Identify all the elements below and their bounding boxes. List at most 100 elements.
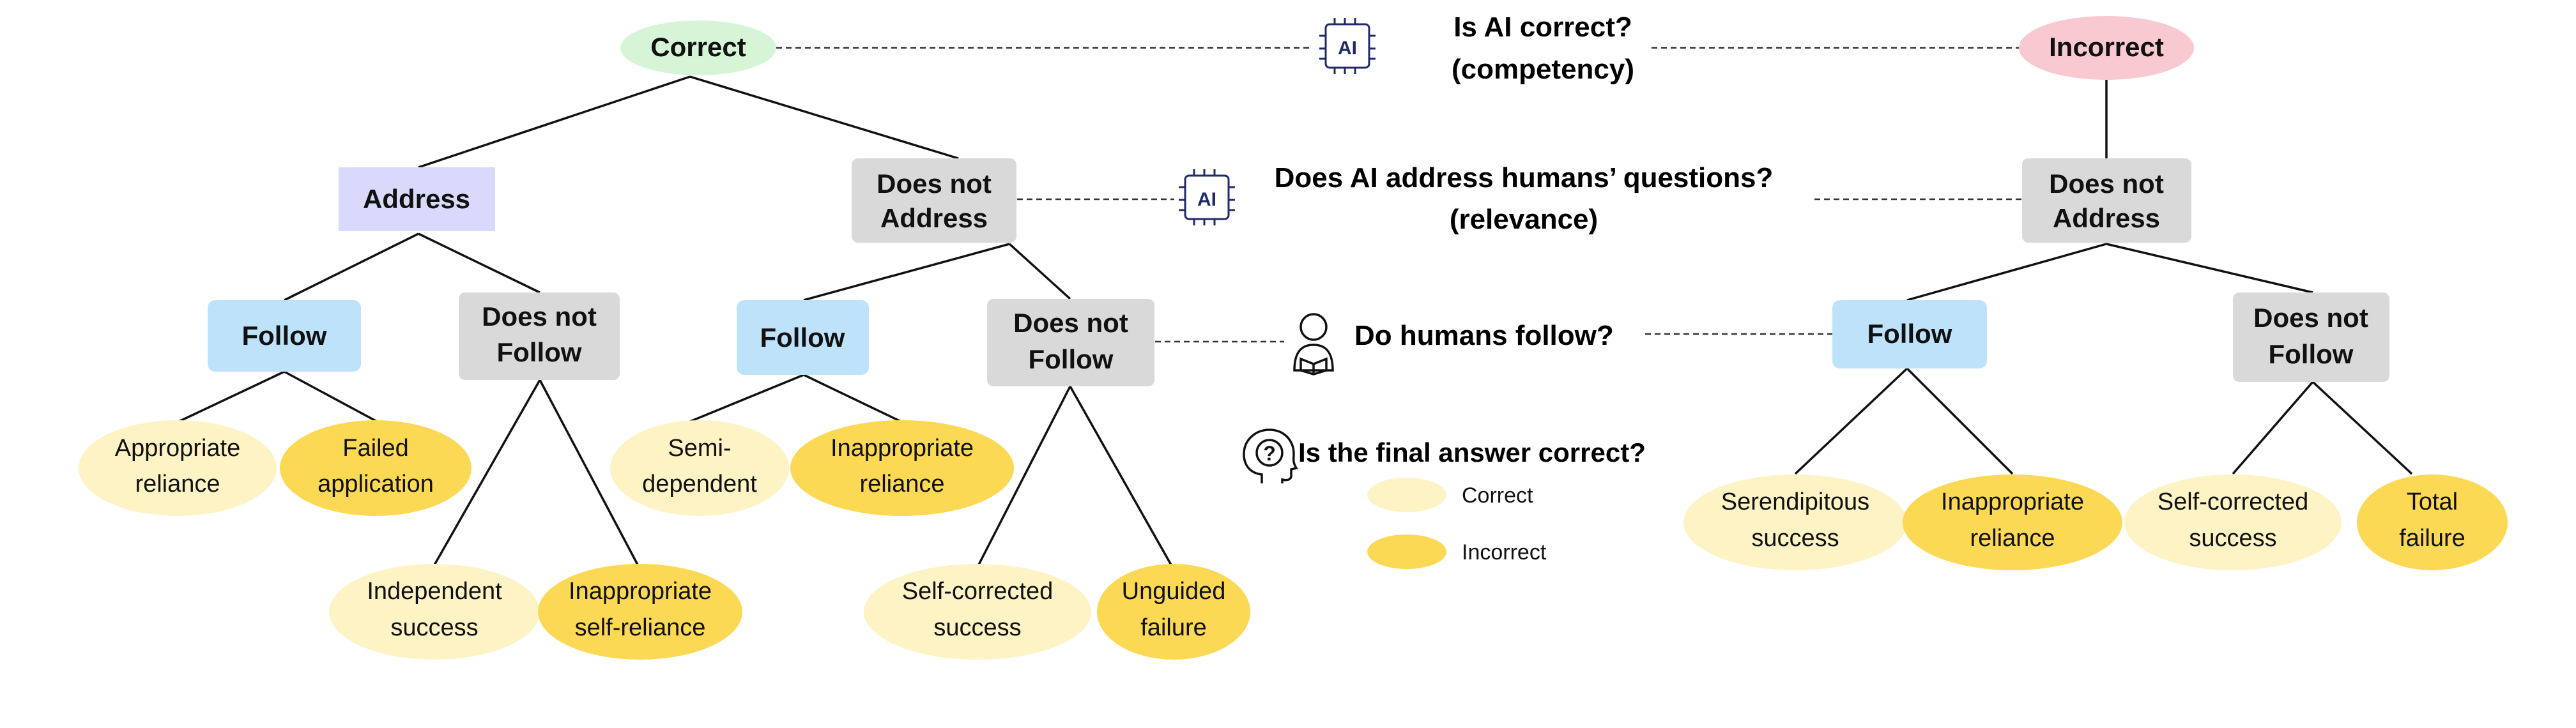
legend-swatch-correct bbox=[1367, 478, 1446, 512]
outcome-inappropriate-reliance-2: Inappropriate reliance bbox=[1903, 474, 2122, 570]
outcome-2-line2: application bbox=[318, 471, 434, 497]
legend-incorrect-label: Incorrect bbox=[1462, 540, 1547, 565]
outcome-4-line2: self-reliance bbox=[575, 614, 706, 641]
head-question-icon: ? bbox=[1243, 428, 1298, 483]
outcome-8-line2: failure bbox=[1140, 614, 1207, 641]
outcome-5-line2: dependent bbox=[642, 471, 757, 497]
follow-label-3: Follow bbox=[1867, 319, 1952, 349]
does-not-follow-node-1: Does not Follow bbox=[459, 292, 620, 380]
question-relevance-line1: Does AI address humans’ questions? bbox=[1275, 162, 1774, 193]
outcome-7-line2: success bbox=[933, 614, 1021, 641]
follow-node-3: Follow bbox=[1832, 300, 1987, 368]
does-not-follow-node-2: Does not Follow bbox=[987, 299, 1154, 386]
dna-left-line2: Address bbox=[880, 203, 988, 233]
edge-dna-r-dnf bbox=[2106, 243, 2313, 294]
outcome-inappropriate-reliance-1: Inappropriate reliance bbox=[790, 420, 1014, 516]
outcome-10-line1: Inappropriate bbox=[1941, 489, 2084, 515]
root-correct-node: Correct bbox=[620, 20, 776, 75]
ai-chip-icon: AI bbox=[1179, 169, 1235, 225]
outcome-12-line2: failure bbox=[2399, 525, 2465, 552]
outcome-6-line1: Inappropriate bbox=[831, 435, 974, 462]
edge-dnf-o4 bbox=[539, 379, 640, 568]
outcome-appropriate-reliance: Appropriate reliance bbox=[79, 420, 277, 516]
address-label: Address bbox=[363, 184, 470, 214]
edge-address-dnf bbox=[418, 232, 540, 294]
head-question-mark: ? bbox=[1263, 442, 1276, 465]
outcome-9-line1: Serendipitous bbox=[1721, 489, 1869, 515]
edge-dnf-o3 bbox=[432, 379, 541, 568]
outcome-unguided-failure: Unguided failure bbox=[1097, 564, 1250, 660]
outcome-self-corrected-success-2: Self-corrected success bbox=[2124, 474, 2342, 570]
edge-follow3-o10 bbox=[1906, 367, 2014, 475]
outcome-total-failure: Total failure bbox=[2357, 474, 2508, 570]
root-incorrect-node: Incorrect bbox=[2019, 16, 2194, 80]
question-humans-follow: Do humans follow? bbox=[1354, 320, 1614, 351]
edge-correct-address bbox=[418, 75, 691, 169]
outcome-semi-dependent: Semi- dependent bbox=[610, 420, 789, 516]
follow-node-2: Follow bbox=[737, 300, 869, 375]
question-competency-line2: (competency) bbox=[1452, 54, 1634, 85]
edge-follow-o1 bbox=[178, 370, 285, 423]
outcome-9-line2: success bbox=[1751, 525, 1839, 552]
dnf2-line1: Does not bbox=[1013, 308, 1128, 338]
outcome-failed-application: Failed application bbox=[280, 420, 471, 516]
edge-follow2-o5 bbox=[689, 374, 804, 423]
question-relevance-line2: (relevance) bbox=[1450, 204, 1598, 235]
dnf1-line1: Does not bbox=[482, 301, 597, 331]
ai-chip-label-2: AI bbox=[1197, 189, 1216, 210]
dnf3-line2: Follow bbox=[2269, 339, 2354, 369]
outcome-10-line2: reliance bbox=[1970, 525, 2055, 552]
outcome-5-line1: Semi- bbox=[668, 435, 731, 462]
legend-correct-label: Correct bbox=[1462, 483, 1533, 508]
edge-dna-follow bbox=[803, 243, 1010, 301]
outcome-6-line2: reliance bbox=[859, 471, 944, 497]
legend-swatch-incorrect bbox=[1367, 535, 1446, 569]
follow-label-2: Follow bbox=[760, 322, 845, 353]
outcome-independent-success: Independent success bbox=[329, 564, 540, 660]
dashed-connectors bbox=[776, 47, 2022, 343]
outcome-self-corrected-success-1: Self-corrected success bbox=[864, 564, 1091, 660]
dna-right-line2: Address bbox=[2053, 203, 2160, 233]
does-not-address-left-node: Does not Address bbox=[852, 158, 1016, 243]
dnf2-line2: Follow bbox=[1029, 344, 1114, 374]
outcome-serendipitous-success: Serendipitous success bbox=[1683, 474, 1907, 570]
outcome-11-line1: Self-corrected bbox=[2158, 489, 2309, 515]
legend: Correct Incorrect bbox=[1367, 478, 1547, 569]
dnf1-line2: Follow bbox=[497, 337, 582, 367]
does-not-follow-node-3: Does not Follow bbox=[2233, 292, 2389, 382]
root-correct-label: Correct bbox=[650, 32, 746, 62]
ai-chip-label-1: AI bbox=[1338, 38, 1357, 59]
outcome-4-line1: Inappropriate bbox=[569, 578, 712, 605]
edge-dnf3-o11 bbox=[2232, 381, 2314, 475]
dnf3-line1: Does not bbox=[2253, 303, 2368, 333]
outcome-12-line1: Total bbox=[2407, 489, 2458, 515]
outcome-11-line2: success bbox=[2189, 525, 2276, 552]
outcome-inappropriate-self-reliance: Inappropriate self-reliance bbox=[538, 564, 742, 660]
edge-dna-dnf bbox=[1008, 243, 1071, 300]
edge-dnf3-o12 bbox=[2312, 381, 2413, 475]
dna-left-line1: Does not bbox=[877, 169, 992, 199]
edge-dnf2-o8 bbox=[1069, 386, 1174, 568]
outcome-3-line2: success bbox=[390, 614, 478, 641]
outcome-7-line1: Self-corrected bbox=[902, 578, 1054, 605]
edge-address-follow bbox=[284, 232, 419, 301]
ai-chip-icon: AI bbox=[1319, 18, 1376, 74]
dna-right-line1: Does not bbox=[2049, 169, 2164, 199]
follow-label-1: Follow bbox=[242, 321, 327, 351]
person-reading-icon bbox=[1293, 313, 1334, 375]
outcome-1-line2: reliance bbox=[135, 471, 220, 497]
root-incorrect-label: Incorrect bbox=[2049, 32, 2164, 62]
outcome-3-line1: Independent bbox=[367, 578, 502, 605]
outcome-1-line1: Appropriate bbox=[115, 435, 240, 462]
edge-dnf2-o7 bbox=[976, 386, 1071, 568]
edge-correct-dna bbox=[689, 75, 959, 160]
question-final-answer: Is the final answer correct? bbox=[1298, 437, 1646, 467]
tree-edges bbox=[178, 75, 2413, 568]
edge-follow2-o6 bbox=[803, 374, 901, 423]
outcome-8-line1: Unguided bbox=[1122, 578, 1226, 605]
follow-node-1: Follow bbox=[208, 300, 361, 372]
question-competency-line1: Is AI correct? bbox=[1453, 11, 1632, 43]
edge-dna-r-follow bbox=[1906, 243, 2107, 301]
edge-follow3-o9 bbox=[1794, 367, 1908, 475]
